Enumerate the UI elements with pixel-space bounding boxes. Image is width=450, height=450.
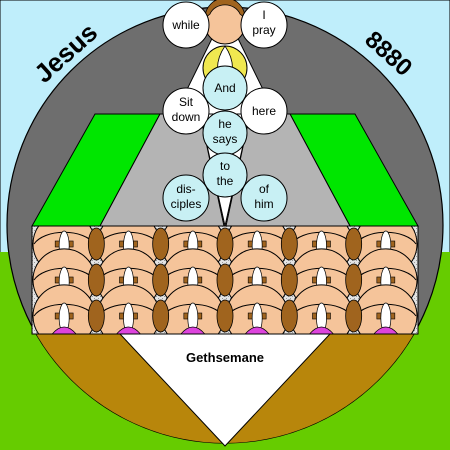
word-circle-of-him — [240, 174, 288, 222]
word-and: And — [214, 81, 235, 95]
top-circle-left-text: while — [171, 18, 200, 32]
figure-band — [31, 225, 419, 335]
top-circle-left — [162, 1, 210, 49]
gethsemane-label: Gethsemane — [186, 350, 264, 365]
word-circle-disciples — [162, 174, 210, 222]
word-circle-to-the — [202, 152, 248, 198]
word-circle-here — [240, 87, 288, 135]
word-here: here — [252, 104, 276, 118]
word-circle-and — [202, 65, 248, 111]
word-disciples: dis-ciples — [171, 182, 202, 211]
top-circle-right — [240, 1, 288, 49]
word-circle-sit-down — [162, 87, 210, 135]
